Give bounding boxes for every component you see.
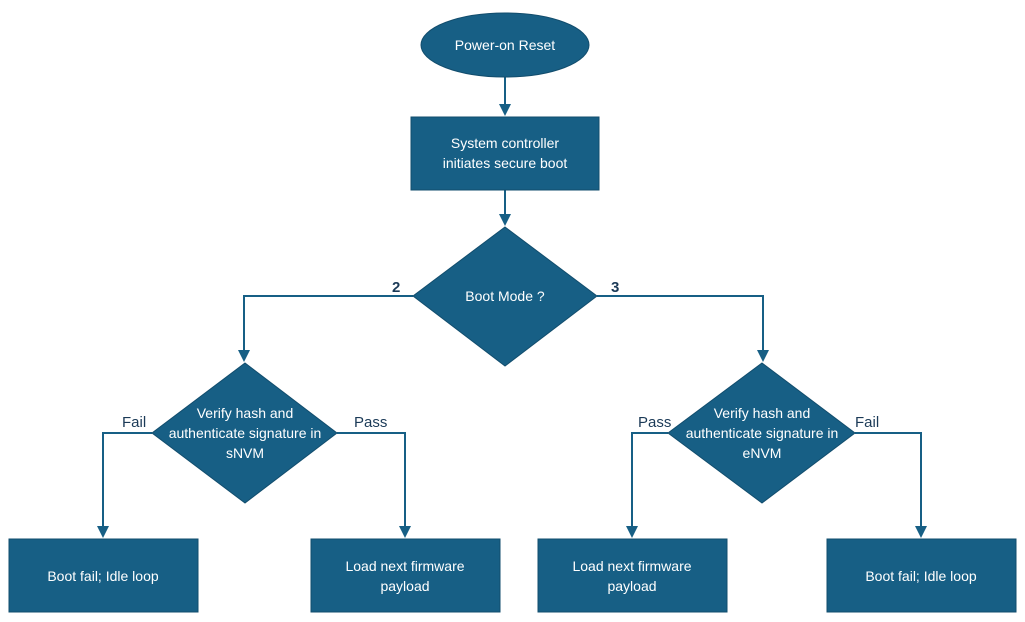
node-boot-fail-left: Boot fail; Idle loop xyxy=(8,538,199,613)
arrowhead-fail-left xyxy=(97,526,109,538)
node-label-line-2: authenticate signature in xyxy=(686,425,839,441)
node-label-line-1: Verify hash and xyxy=(714,405,811,421)
node-power-on-reset: Power-on Reset xyxy=(420,12,590,78)
node-label-line-1: System controller xyxy=(451,135,559,151)
rect-shape xyxy=(826,538,1017,613)
arrowhead-load-left xyxy=(399,526,411,538)
arrowhead-init xyxy=(499,104,511,116)
edge-envm-load xyxy=(631,432,668,530)
node-label-line-2: initiates secure boot xyxy=(443,155,568,171)
node-label: Boot fail; Idle loop xyxy=(47,568,159,584)
node-verify-envm: Verify hash and authenticate signature i… xyxy=(667,362,856,504)
node-label-line-2: payload xyxy=(380,578,429,594)
node-label: Power-on Reset xyxy=(455,37,555,53)
rect-shape xyxy=(310,538,501,613)
node-label-line-1: Load next firmware xyxy=(572,558,691,574)
node-initiate-secure-boot: System controller initiates secure boot xyxy=(410,116,600,191)
edge-label-envm-pass: Pass xyxy=(638,414,671,431)
node-label-line-3: eNVM xyxy=(743,445,782,461)
diamond-shape xyxy=(412,226,598,367)
node-label-line-1: Load next firmware xyxy=(345,558,464,574)
connectors xyxy=(97,77,927,538)
edge-snvm-fail xyxy=(102,432,152,530)
rect-shape xyxy=(410,116,600,191)
node-label-line-2: payload xyxy=(607,578,656,594)
node-verify-snvm: Verify hash and authenticate signature i… xyxy=(151,362,338,504)
node-label: Boot Mode ? xyxy=(465,288,545,304)
arrowhead-mode xyxy=(499,214,511,226)
node-boot-fail-right: Boot fail; Idle loop xyxy=(826,538,1017,613)
edge-label-envm-fail: Fail xyxy=(855,414,879,431)
node-load-firmware-right: Load next firmware payload xyxy=(537,538,728,613)
edge-mode-snvm xyxy=(243,295,413,354)
ellipse-shape xyxy=(420,12,590,78)
arrowhead-envm xyxy=(757,350,769,362)
arrowhead-fail-right xyxy=(915,526,927,538)
diamond-shape xyxy=(151,362,338,504)
rect-shape xyxy=(537,538,728,613)
rect-shape xyxy=(8,538,199,613)
node-label: Boot fail; Idle loop xyxy=(865,568,977,584)
edge-label-mode-3: 3 xyxy=(611,279,619,296)
edge-envm-fail xyxy=(855,432,922,530)
node-label-line-3: sNVM xyxy=(226,445,264,461)
arrowhead-snvm xyxy=(238,350,250,362)
diamond-shape xyxy=(667,362,856,504)
edge-label-snvm-pass: Pass xyxy=(354,414,387,431)
node-load-firmware-left: Load next firmware payload xyxy=(310,538,501,613)
node-label-line-1: Verify hash and xyxy=(197,405,294,421)
arrowhead-load-right xyxy=(626,526,638,538)
edge-snvm-load xyxy=(337,432,406,530)
edge-label-mode-2: 2 xyxy=(392,279,400,296)
edge-mode-envm xyxy=(597,295,764,354)
edge-label-snvm-fail: Fail xyxy=(122,414,146,431)
node-label-line-2: authenticate signature in xyxy=(169,425,322,441)
node-boot-mode-decision: Boot Mode ? xyxy=(412,226,598,367)
